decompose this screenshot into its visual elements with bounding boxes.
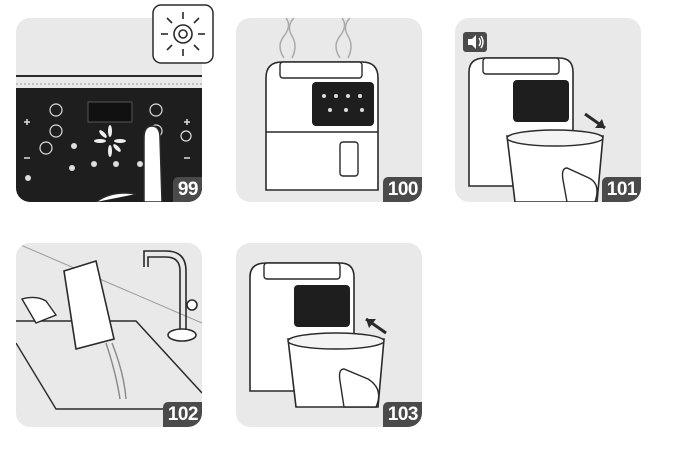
push-basket-illustration xyxy=(249,262,387,408)
finger xyxy=(143,125,163,202)
pull-basket-illustration xyxy=(463,32,606,202)
control-panel-illustration xyxy=(16,75,202,202)
step-102-panel: 102 xyxy=(16,243,202,427)
control-panel xyxy=(294,285,350,327)
step-103-panel: 103 xyxy=(236,243,422,427)
sink xyxy=(16,342,202,410)
light-bulb-callout xyxy=(152,4,214,64)
basket-handle xyxy=(339,141,359,177)
hand xyxy=(561,167,598,202)
steam-icon xyxy=(279,18,352,59)
step-number-badge: 102 xyxy=(162,402,202,427)
hand xyxy=(338,368,380,408)
water-stream xyxy=(105,342,127,400)
step-100-panel: 100 xyxy=(236,18,422,202)
panel-buttons xyxy=(39,103,192,155)
basket xyxy=(63,259,115,350)
step-number-badge: 101 xyxy=(601,177,641,202)
control-panel xyxy=(312,82,374,126)
fan-icon xyxy=(94,125,126,157)
faucet xyxy=(143,250,198,342)
air-fryer-steam-illustration xyxy=(265,18,379,191)
sound-icon xyxy=(463,32,487,52)
light-bulb-icon xyxy=(161,12,205,56)
arrow-icon xyxy=(365,317,387,335)
step-number-badge: 99 xyxy=(172,177,202,202)
hand xyxy=(20,296,58,324)
step-number-badge: 100 xyxy=(382,177,422,202)
arrow-icon xyxy=(584,112,606,130)
display-window xyxy=(87,101,133,123)
sink-pour-illustration xyxy=(16,243,202,410)
control-panel xyxy=(513,80,569,122)
step-101-panel: 101 xyxy=(455,18,641,202)
step-number-badge: 103 xyxy=(382,402,422,427)
